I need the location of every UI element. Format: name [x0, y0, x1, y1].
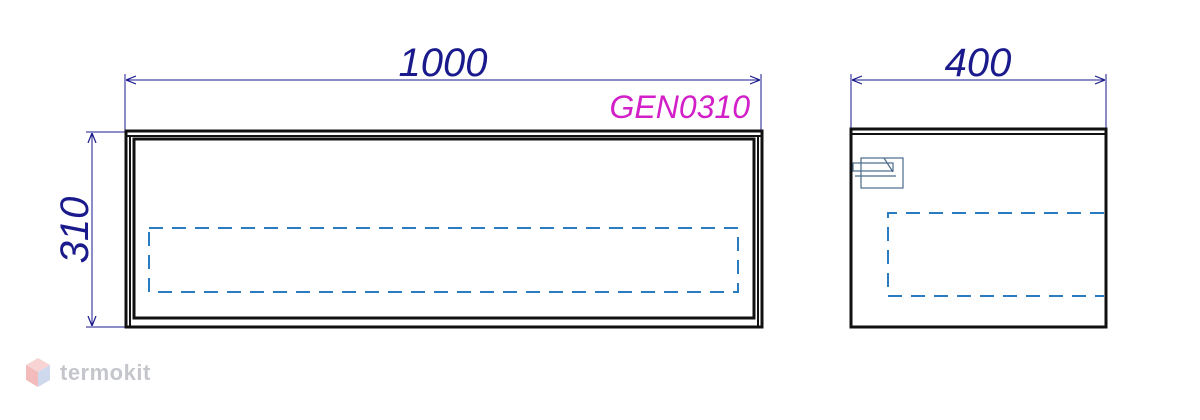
front-width-dimension: 1000	[124, 41, 762, 132]
side-hidden-drawer	[887, 212, 1104, 297]
watermark-text: termokit	[60, 360, 151, 385]
mounting-bracket	[852, 157, 904, 189]
side-cabinet-outline	[849, 127, 1108, 329]
front-hidden-drawer	[148, 227, 739, 293]
side-depth-dimension: 400	[850, 41, 1107, 130]
side-depth-label: 400	[945, 41, 1012, 85]
front-height-dimension: 310	[53, 131, 132, 328]
watermark: termokit	[24, 356, 151, 390]
hexagon-cube-icon	[26, 358, 50, 387]
side-view: 400	[849, 41, 1108, 329]
front-view: 1000 310 GEN0310	[53, 41, 764, 329]
front-cabinet-outline	[124, 129, 764, 329]
model-code: GEN0310	[609, 89, 750, 125]
front-width-label: 1000	[399, 41, 488, 85]
front-height-label: 310	[53, 197, 97, 264]
